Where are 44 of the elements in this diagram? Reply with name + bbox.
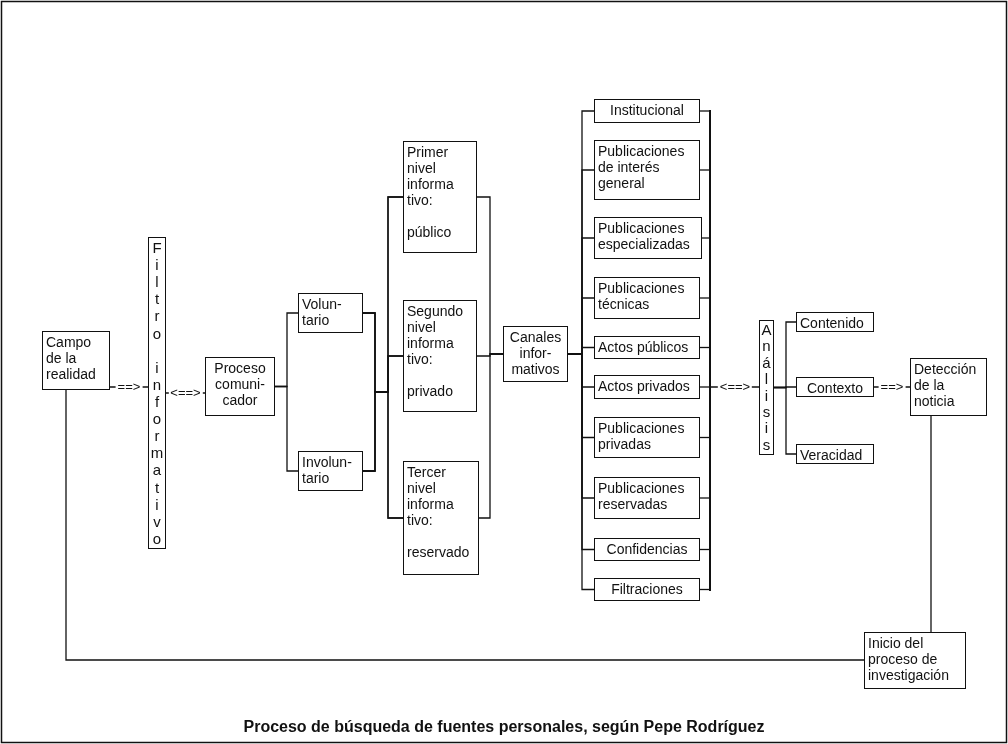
text-box: Contexto [796,377,874,397]
text-box: Detección de la noticia [910,358,987,416]
text-box: Proceso comuni- cador [205,357,275,416]
level-type-text: privado [407,383,454,399]
text-box: Actos públicos [594,336,700,359]
connector-line [699,497,710,499]
text-box: Institucional [594,99,700,123]
level-type-text: reservado [407,544,471,560]
connector-line [701,237,710,239]
text-box: Inicio del proceso de investigación [864,632,966,689]
caption: Proceso de búsqueda de fuentes personales, según Pepe Rodríguez [242,718,766,736]
connector-line [65,389,865,661]
level-type-text: público [407,224,453,240]
text-box: Publicaciones privadas [594,417,700,458]
level-heading-text: Segundo nivel informa tivo: [407,303,465,367]
text-box: Involun- tario [298,451,363,491]
process-box: Campo de la realidad [42,331,110,390]
connector-line [274,385,299,472]
analysis-column-box: Análisis [759,320,774,455]
text-box: Publicaciones reservadas [594,477,700,519]
text-box [403,300,477,412]
text-box: Confidencias [594,538,700,561]
connector-line [930,415,932,633]
filter-column-box: Filtro informativo [148,237,166,549]
text-box [403,141,477,253]
text-box: Actos privados [594,375,700,399]
level-heading-text: Primer nivel informa tivo: [407,144,455,208]
text-box: Publicaciones de interés general [594,140,700,200]
text-box: Contenido [796,312,874,332]
text-box: Volun- tario [298,293,363,333]
connector-line [699,297,710,299]
text-box: Publicaciones especializadas [594,217,702,259]
text-box: Canales infor- mativos [503,326,568,382]
text-box: Veracidad [796,444,874,464]
connector-line [773,386,797,455]
connector-line [699,110,710,112]
connector-line [699,386,710,388]
connector-line [362,391,404,519]
connector-line [478,353,504,519]
text-box: Publicaciones técnicas [594,277,700,319]
connector-line [699,169,710,171]
text-box [403,461,479,575]
text-box: Filtraciones [594,578,700,601]
level-heading-text: Tercer nivel informa tivo: [407,464,455,528]
